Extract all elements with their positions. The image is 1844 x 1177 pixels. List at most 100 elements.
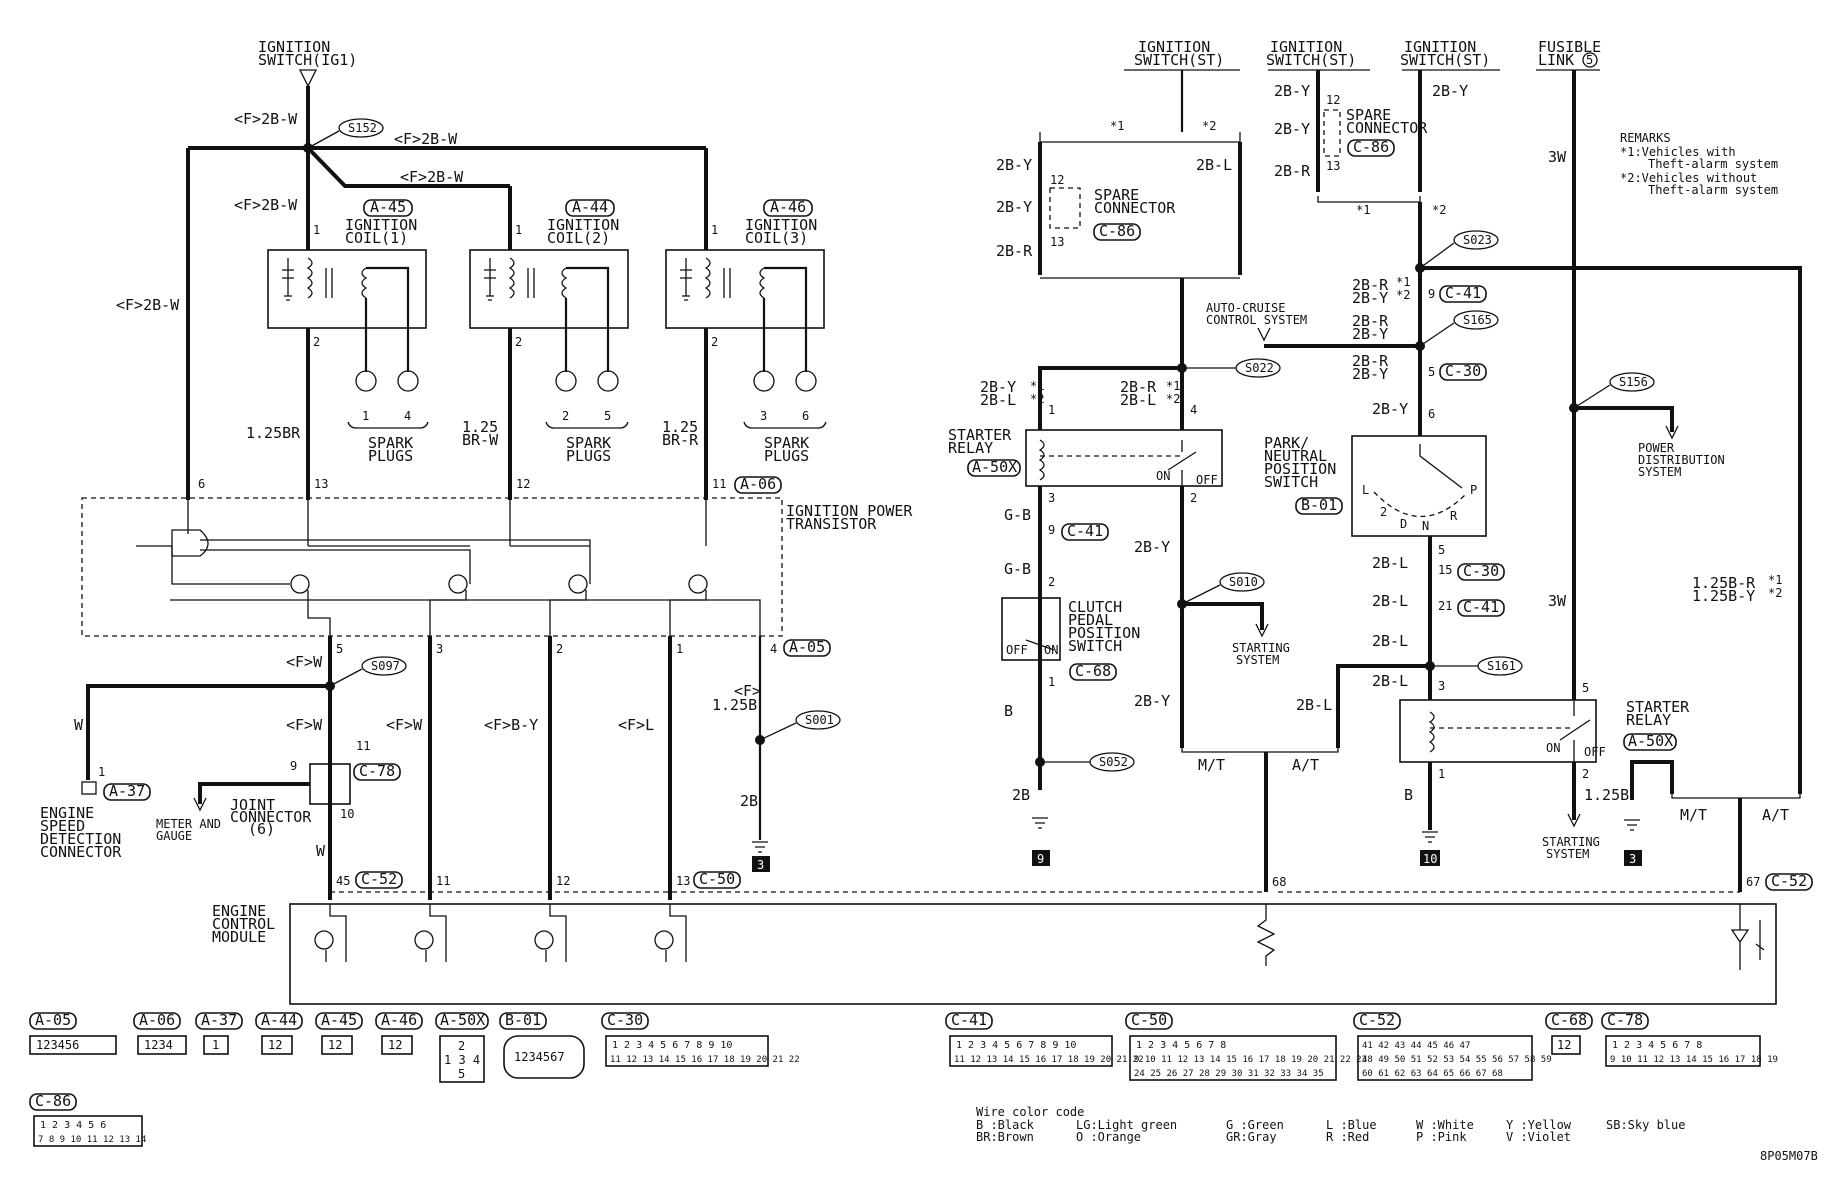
splice-s010-badge (1219, 572, 1265, 592)
meter-label-2: GAUGE (156, 829, 192, 843)
plug-num-2: 2 (562, 409, 569, 423)
pin-5-label: 5 (336, 642, 343, 656)
coil2-name: IGNITION (547, 216, 619, 234)
connector-c68-badge (1069, 663, 1117, 681)
connector-c30-label-1: C-30 (1445, 362, 1481, 380)
ign-st3-label-1: IGNITION (1404, 38, 1476, 56)
plug-num-1: 1 (362, 409, 369, 423)
face-c52-badge (1353, 1012, 1401, 1030)
splice-s001-label: S001 (805, 713, 834, 727)
face-c86-r1: 1 2 3 4 5 6 (40, 1120, 106, 1131)
ecm-resistor-68-icon (1256, 904, 1276, 966)
wire-w-label-1: W (74, 716, 84, 734)
wire-to-starter-relay-left (1038, 366, 1182, 430)
ground-9-badge (1032, 850, 1050, 866)
transistor-q3-icon (568, 574, 588, 594)
transistor-q2-icon (448, 574, 468, 594)
transistor-internal-feed (187, 500, 707, 546)
wire-2by-label-7: 2B-Y (1432, 82, 1468, 100)
face-c30-r1: 1 2 3 4 5 6 7 8 9 10 (612, 1040, 732, 1051)
face-c30-box (605, 1035, 769, 1067)
wire-gb-label-2: G-B (1004, 560, 1031, 578)
fusible-link-num: 5 (1586, 53, 1593, 67)
ground-3b-icon (1624, 819, 1640, 831)
ecm-diode-67-icon (1730, 904, 1750, 970)
spark-plug-2-icon (555, 370, 577, 392)
starter-relay-1-label-2: RELAY (948, 439, 993, 457)
face-c68-badge (1545, 1012, 1593, 1030)
wire-code-title: Wire color code (976, 1105, 1084, 1119)
ign-ig1-terminal-icon (298, 69, 318, 88)
wire-2bl-label-6: 2B-L (1372, 672, 1408, 690)
face-b01-box (503, 1035, 585, 1079)
wire-125brr-label-2: BR-R (662, 431, 699, 449)
face-c41-box (949, 1035, 1113, 1067)
splice-s010-label: S010 (1229, 575, 1258, 589)
coil3-secondary-icon (759, 267, 766, 299)
pn-pos-N: N (1422, 519, 1429, 533)
face-c41-label: C-41 (951, 1011, 987, 1029)
connector-c52-badge-1 (355, 871, 403, 889)
face-c50-label: C-50 (1131, 1011, 1167, 1029)
plugs-brace-1 (347, 421, 429, 429)
coil3-secondary-wires (762, 266, 808, 372)
engine-speed-label-2: SPEED (40, 817, 85, 835)
splice-s023-badge (1453, 230, 1499, 250)
face-a44-label: A-44 (261, 1011, 297, 1029)
coil2-pin2: 2 (515, 335, 522, 349)
ign-st1-brace (1039, 132, 1241, 143)
pn-pos-2: 2 (1380, 505, 1387, 519)
wire-2bry-label-1a: 2B-R (1352, 276, 1389, 294)
face-a50x-badge (435, 1012, 489, 1030)
splice-s097-leader (329, 668, 363, 687)
wire-to-meter (198, 782, 310, 804)
wire-2byl-label-1: 2B-Y (980, 378, 1016, 396)
ecm-pin-11: 11 (436, 874, 450, 888)
face-b01-pins: 1234567 (514, 1050, 565, 1064)
auto-cruise-arrow-icon (1257, 327, 1271, 342)
coil2-pin1: 1 (515, 223, 522, 237)
wire-to-power-distribution (1574, 406, 1674, 432)
face-a06-badge (133, 1012, 181, 1030)
wire-b-label-2: B (1404, 786, 1413, 804)
wire-2bry-1-star2: *2 (1396, 288, 1410, 302)
face-c78-badge (1601, 1012, 1649, 1030)
starter-relay-pin-1: 1 (1048, 403, 1055, 417)
ecm-pin-67: 67 (1746, 875, 1760, 889)
power-dist-label-3: SYSTEM (1638, 465, 1681, 479)
wire-125b-to-ground (1630, 760, 1674, 800)
remarks-line1: *1:Vehicles with (1620, 145, 1736, 159)
coil1-core-icon (325, 268, 333, 298)
splice-s165-label: S165 (1463, 313, 1492, 327)
wire-3w-label-1: 3W (1548, 148, 1567, 166)
connector-c78-badge (353, 763, 401, 781)
pin-13-label: 13 (314, 477, 328, 491)
engine-speed-label-4: CONNECTOR (40, 843, 122, 861)
connector-c68-label: C-68 (1075, 662, 1111, 680)
clutch-pin-2: 2 (1048, 575, 1055, 589)
face-c68-pins: 12 (1557, 1038, 1571, 1052)
wire-b-label-1: B (1004, 702, 1013, 720)
wire-to-starting-system-1 (1182, 602, 1264, 630)
ground-3b-badge (1624, 850, 1642, 866)
wire-2br-label-2: 2B-R (1274, 162, 1311, 180)
face-c30-badge (601, 1012, 649, 1030)
power-dist-label-2: DISTRIBUTION (1638, 453, 1725, 467)
pn-pin-6: 6 (1428, 407, 1435, 421)
wire-2brl-star2: *2 (1166, 392, 1180, 406)
remarks-line1b: Theft-alarm system (1648, 157, 1778, 171)
wire-gb-label-1: G-B (1004, 506, 1031, 524)
meter-label-1: METER AND (156, 817, 221, 831)
wire-125bry-label-2: 1.25B-Y (1692, 587, 1755, 605)
face-a50x-label: A-50X (440, 1011, 485, 1029)
spare2-pin-13: 13 (1326, 159, 1340, 173)
ecm-input-stubs (329, 904, 687, 930)
spark-plug-1-icon (355, 370, 377, 392)
face-a37-pins: 1 (212, 1038, 219, 1052)
spare-conn-2-label-2: CONNECTOR (1346, 119, 1428, 137)
ecm-67-resistor-icon (1755, 920, 1765, 960)
splice-s152-leader (307, 130, 340, 149)
remarks-line2b: Theft-alarm system (1648, 183, 1778, 197)
wire-125brw-label-2: BR-W (462, 431, 499, 449)
